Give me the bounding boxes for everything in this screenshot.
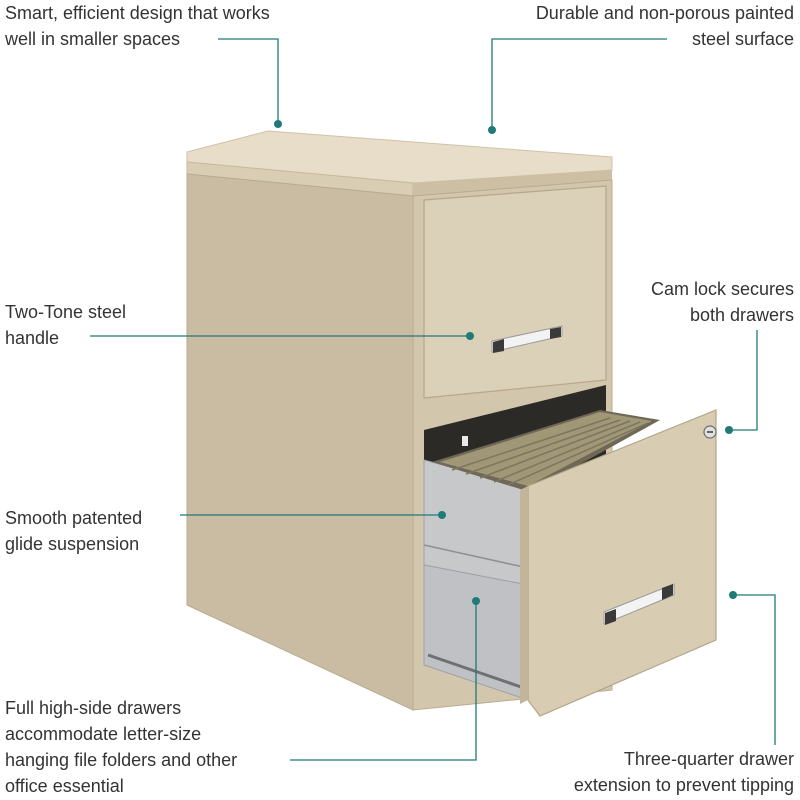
- callout-glide: Smooth patented glide suspension: [5, 505, 142, 557]
- callout-surface-line-2: steel surface: [691, 29, 794, 49]
- cabinet-top-edge-right: [413, 170, 612, 196]
- callout-design-line-1: Smart, efficient design that works: [5, 3, 270, 23]
- hanging-folders: [432, 410, 660, 492]
- drawer-handle-icon: [491, 325, 563, 353]
- cam-lock-icon: [703, 425, 717, 439]
- callout-drawers-line-4: office essential: [5, 776, 124, 796]
- callout-drawers: Full high-side drawers accommodate lette…: [5, 695, 237, 799]
- callout-surface-line-1: Durable and non-porous painted: [535, 3, 794, 23]
- callout-design: Smart, efficient design that works well …: [5, 0, 270, 52]
- leader-design: [218, 38, 279, 124]
- callout-glide-line-2: glide suspension: [5, 534, 140, 554]
- callout-handle-line-1: Two-Tone steel: [5, 302, 127, 322]
- callout-surface: Durable and non-porous painted steel sur…: [536, 0, 794, 52]
- callout-drawers-line-3: hanging file folders and other: [5, 750, 238, 770]
- top-drawer: [423, 185, 607, 399]
- cabinet-side: [186, 173, 414, 711]
- callout-lock: Cam lock secures both drawers: [651, 276, 794, 328]
- callout-extension-line-2: extension to prevent tipping: [573, 775, 794, 795]
- leader-lines: [90, 38, 776, 761]
- callout-extension: Three-quarter drawer extension to preven…: [574, 746, 794, 798]
- callout-drawers-line-1: Full high-side drawers: [5, 698, 182, 718]
- callout-glide-line-1: Smooth patented: [5, 508, 143, 528]
- leader-dot-icon: [274, 120, 737, 605]
- leader-lock: [729, 330, 758, 431]
- callout-lock-line-1: Cam lock secures: [650, 279, 794, 299]
- drawer-handle-icon: [603, 583, 675, 625]
- callout-design-line-2: well in smaller spaces: [5, 29, 181, 49]
- callout-handle-line-2: handle: [5, 328, 60, 348]
- bottom-drawer-edge: [520, 486, 528, 704]
- callout-extension-line-1: Three-quarter drawer: [623, 749, 794, 769]
- callout-drawers-line-2: accommodate letter-size: [5, 724, 202, 744]
- leader-drawers: [290, 601, 477, 761]
- callout-lock-line-2: both drawers: [689, 305, 794, 325]
- leader-extension: [733, 594, 776, 745]
- leader-surface: [491, 38, 667, 130]
- file-cabinet: [186, 130, 717, 717]
- callout-handle: Two-Tone steel handle: [5, 299, 126, 351]
